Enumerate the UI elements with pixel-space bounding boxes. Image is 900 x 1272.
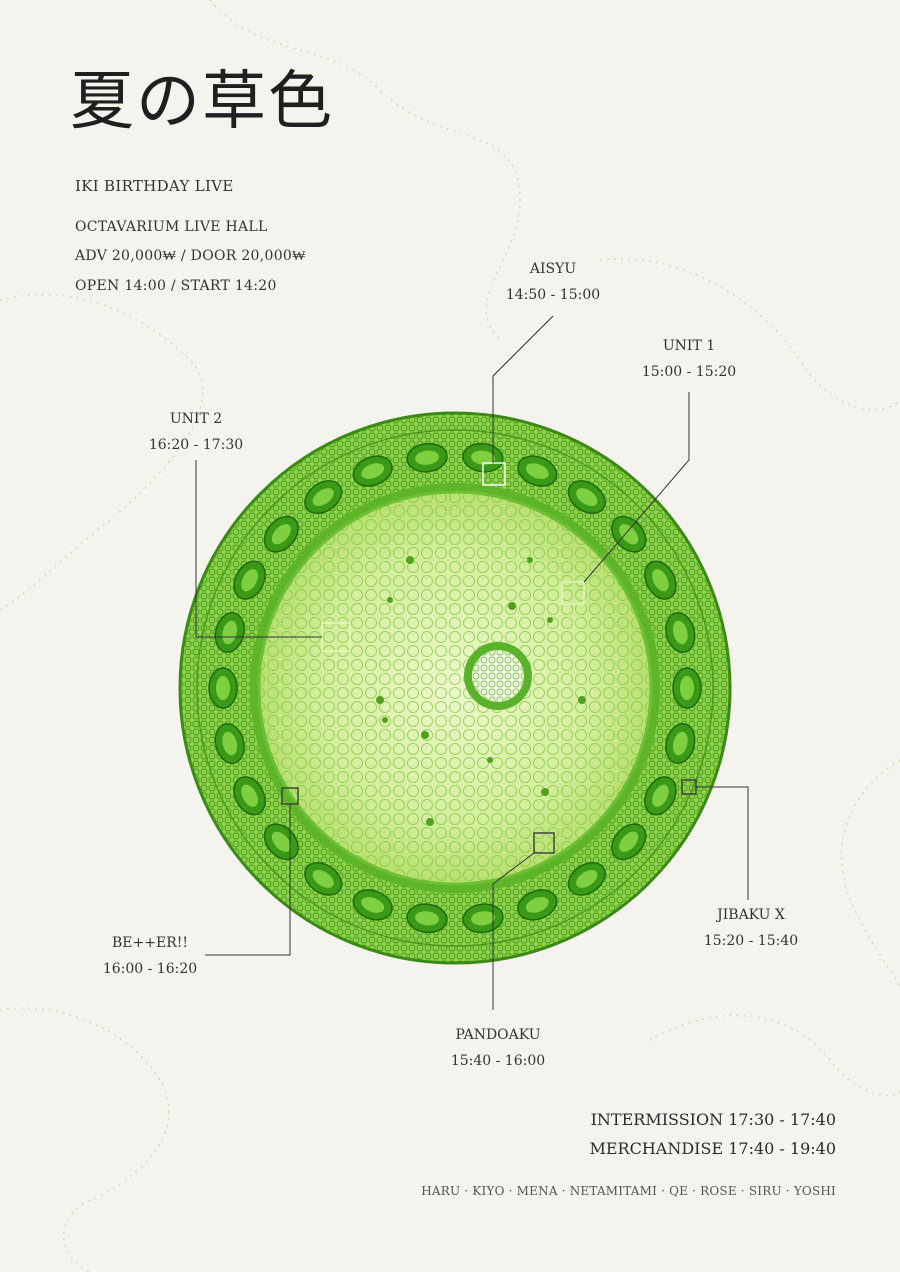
act-time: 15:00 - 15:20 — [641, 364, 737, 380]
vascular-bundle-core — [672, 620, 688, 645]
vascular-bundle-core — [271, 831, 291, 852]
vascular-bundle-core — [241, 569, 258, 592]
vascular-bundle-core — [619, 524, 639, 545]
open-start-time: OPEN 14:00 / START 14:20 — [75, 278, 277, 294]
page-title: 夏の草色 — [70, 65, 334, 139]
vascular-bundle-core — [525, 897, 549, 913]
venue: OCTAVARIUM LIVE HALL — [75, 219, 268, 235]
act-time: 14:50 - 15:00 — [505, 287, 601, 303]
act-jibaku-x: JIBAKU X 15:20 - 15:40 — [671, 902, 831, 954]
vascular-bundle-core — [312, 488, 334, 507]
vascular-bundle-core — [216, 676, 230, 700]
leader-lines — [195, 315, 749, 1010]
vascular-bundle-core — [471, 911, 495, 926]
act-unit-1: UNIT 1 15:00 - 15:20 — [609, 333, 769, 385]
vascular-bundle-core — [652, 569, 669, 592]
act-name: UNIT 2 — [169, 411, 223, 427]
pith-dots — [376, 556, 586, 826]
vascular-bundle-core — [619, 831, 639, 852]
vascular-bundle-core — [271, 524, 291, 545]
act-be-er: BE++ER!! 16:00 - 16:20 — [70, 930, 230, 982]
act-name: JIBAKU X — [717, 907, 785, 923]
ticket-price: ADV 20,000₩ / DOOR 20,000₩ — [75, 248, 306, 264]
vascular-bundle-core — [222, 620, 238, 645]
vascular-bundle-core — [312, 869, 334, 888]
vascular-bundles — [208, 442, 702, 934]
vascular-bundle-core — [222, 731, 238, 756]
vascular-bundle-core — [576, 869, 598, 888]
act-unit-2: UNIT 2 16:20 - 17:30 — [116, 406, 276, 458]
vascular-bundle-core — [241, 784, 258, 807]
act-time: 16:00 - 16:20 — [102, 961, 198, 977]
vascular-bundle-core — [652, 784, 669, 807]
act-name: BE++ER!! — [112, 935, 188, 951]
vascular-bundle-core — [471, 450, 495, 465]
act-name: UNIT 1 — [662, 338, 716, 354]
vascular-bundle-core — [415, 450, 439, 465]
event-name: IKI BIRTHDAY LIVE — [75, 177, 234, 195]
vascular-bundle-core — [680, 676, 694, 700]
vascular-bundle-core — [525, 463, 549, 479]
act-aisyu: AISYU 14:50 - 15:00 — [473, 256, 633, 308]
act-name: PANDOAKU — [455, 1027, 541, 1043]
act-pandoaku: PANDOAKU 15:40 - 16:00 — [418, 1022, 578, 1074]
vascular-bundle-core — [361, 897, 385, 913]
vascular-bundle-core — [415, 911, 439, 926]
intermission-time: INTERMISSION 17:30 - 17:40 — [590, 1110, 836, 1129]
vascular-bundle-core — [672, 731, 688, 756]
merchandise-time: MERCHANDISE 17:40 - 19:40 — [589, 1139, 836, 1158]
act-time: 15:40 - 16:00 — [450, 1053, 546, 1069]
act-time: 15:20 - 15:40 — [703, 933, 799, 949]
member-list: HARU · KIYO · MENA · NETAMITAMI · QE · R… — [421, 1184, 836, 1198]
vascular-bundle-core — [361, 463, 385, 479]
act-name: AISYU — [529, 261, 577, 277]
vascular-bundle-core — [576, 488, 598, 507]
pith-cells — [259, 492, 651, 884]
act-time: 16:20 - 17:30 — [148, 437, 244, 453]
